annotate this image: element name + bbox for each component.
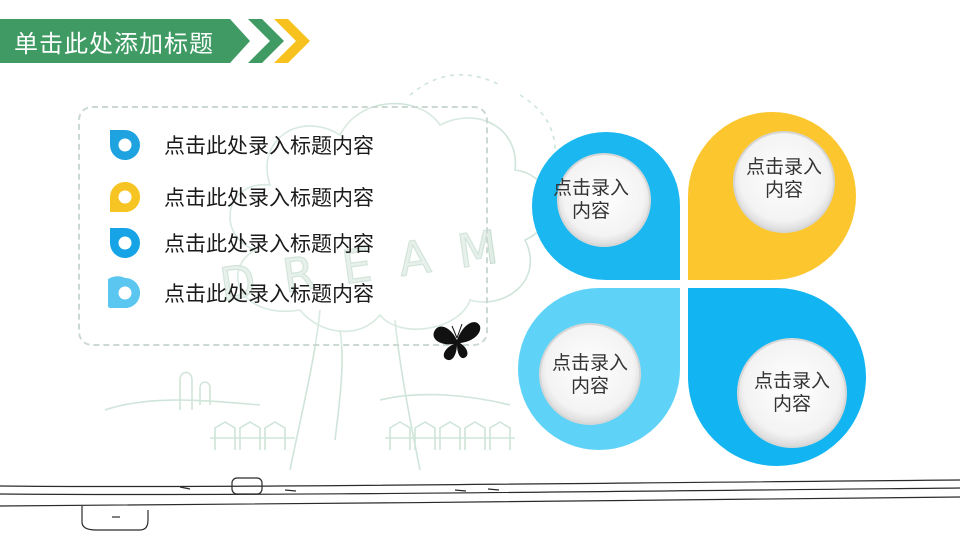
petal-text-top-left[interactable]: 点击录入内容 — [552, 177, 629, 222]
slide-title-bar[interactable]: 单击此处添加标题 — [0, 19, 250, 63]
petal-bottom-left[interactable] — [518, 288, 680, 450]
list-item-label[interactable]: 点击此处录入标题内容 — [164, 134, 374, 158]
title-chevron-icons — [248, 19, 310, 63]
bullet-yellow-icon — [110, 182, 140, 212]
list-item-label[interactable]: 点击此处录入标题内容 — [164, 232, 374, 256]
petal-text-top-right[interactable]: 点击录入内容 — [745, 156, 822, 201]
list-item[interactable]: 点击此处录入标题内容 — [108, 128, 374, 162]
list-item[interactable]: 点击此处录入标题内容 — [108, 226, 374, 260]
petal-bottom-right[interactable] — [688, 288, 866, 466]
list-item[interactable]: 点击此处录入标题内容 — [108, 276, 374, 310]
slide-title[interactable]: 单击此处添加标题 — [14, 29, 214, 58]
bullet-blue-icon — [110, 228, 140, 258]
petal-text-bottom-right[interactable]: 点击录入内容 — [753, 370, 830, 415]
butterfly-icon — [433, 322, 481, 361]
petal-top-right[interactable] — [688, 112, 856, 280]
petal-text-bottom-left[interactable]: 点击录入内容 — [551, 352, 628, 397]
list-item-label[interactable]: 点击此处录入标题内容 — [164, 282, 374, 306]
petal-top-left[interactable] — [532, 132, 680, 280]
list-item-label[interactable]: 点击此处录入标题内容 — [164, 186, 374, 210]
bullet-blue-icon — [110, 130, 140, 160]
bullet-list-box — [78, 106, 488, 346]
bullet-lightblue-icon — [108, 276, 140, 308]
list-item[interactable]: 点击此处录入标题内容 — [108, 180, 374, 214]
